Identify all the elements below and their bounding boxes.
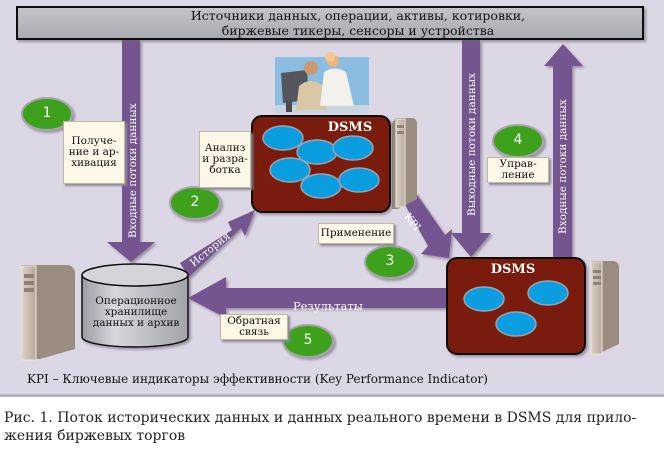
server-bottom-right-icon [590,261,619,355]
sources-box [16,6,644,40]
step-1-number: 1 [42,105,52,121]
step-1-note-line: хивация [71,157,117,169]
step-5-note-line: связь [239,326,269,338]
dsms-bottom-queries [463,280,569,337]
storage-cylinder [81,263,189,348]
step-2-note-line: ботка [209,164,241,176]
query-ellipse [262,125,304,151]
query-ellipse [300,173,342,199]
step-3-number: 3 [385,253,395,269]
dsms-bottom-title: DSMS [490,262,536,277]
left-input-flow-arrow [107,40,155,262]
right-input-flow-arrow [544,44,583,258]
storage-label: Операционное хранилище данных и архив [84,296,188,329]
storage-line-2: хранилище [104,306,168,318]
step-4-number: 4 [513,132,523,148]
query-ellipse [332,135,374,161]
step-5-circle [282,324,334,358]
output-flow-label: Выходные потоки данных [466,72,478,216]
right-input-flow-label: Входные потоки данных [557,99,569,234]
sources-box-text: Источники данных, операции, активы, коти… [56,8,660,38]
step-3-note-line: Применение [320,226,392,239]
diagram-art [16,6,644,361]
results-flow-label: Результаты [293,299,363,313]
step-2-note: Анализ и разра- ботка [199,131,251,188]
query-ellipse [527,280,569,306]
query-ellipse [463,286,505,312]
query-ellipse [269,157,311,183]
step-3-note: Применение [318,223,394,244]
kpi-legend: KPI – Ключевые индикаторы эффективности … [27,372,488,386]
step-4-note: Управ- ление [487,157,549,183]
left-input-flow-label: Входные потоки данных [127,103,139,238]
sources-line-1: Источники данных, операции, активы, коти… [190,8,526,23]
step-1-note-line: Получе- [71,134,117,147]
step-2-note-line: Анализ [204,141,246,154]
step-3-circle [364,245,416,279]
query-ellipse [495,311,537,337]
caption-line-2: жения биржевых торгов [4,428,186,444]
step-5-note: Обратная связь [220,314,288,340]
diagram-divider [0,394,664,397]
step-1-note-line: ние и ар- [68,145,120,158]
step-2-number: 2 [190,194,200,210]
history-flow-arrow [180,210,255,277]
step-4-note-line: ление [501,169,535,181]
server-top-icon [392,118,417,209]
sources-line-2: биржевые тикеры, сенсоры и устройства [221,23,495,38]
diagram: Источники данных, операции, активы, коти… [0,0,664,397]
kpi-flow-arrow [404,193,452,258]
output-flow-arrow [451,40,491,257]
step-5-note-line: Обратная [227,314,281,327]
storage-line-3: данных и архив [92,317,180,329]
dsms-top-title: DSMS [327,120,373,135]
step-2-circle [169,186,221,220]
results-flow-arrow [188,277,448,318]
step-4-note-line: Управ- [499,157,537,170]
step-1-note: Получе- ние и ар- хивация [63,121,125,184]
figure-caption: Рис. 1. Поток исторических данных и данн… [4,409,664,445]
step-5-number: 5 [303,332,313,348]
query-ellipse [338,167,380,193]
step-2-note-line: и разра- [202,152,248,165]
step-1-circle [21,97,73,131]
caption-line-1: Рис. 1. Поток исторических данных и данн… [4,410,637,426]
analysts-picture [275,52,369,113]
storage-line-1: Операционное [95,295,177,307]
dsms-top-queries [262,125,380,199]
server-left-icon [21,265,75,361]
